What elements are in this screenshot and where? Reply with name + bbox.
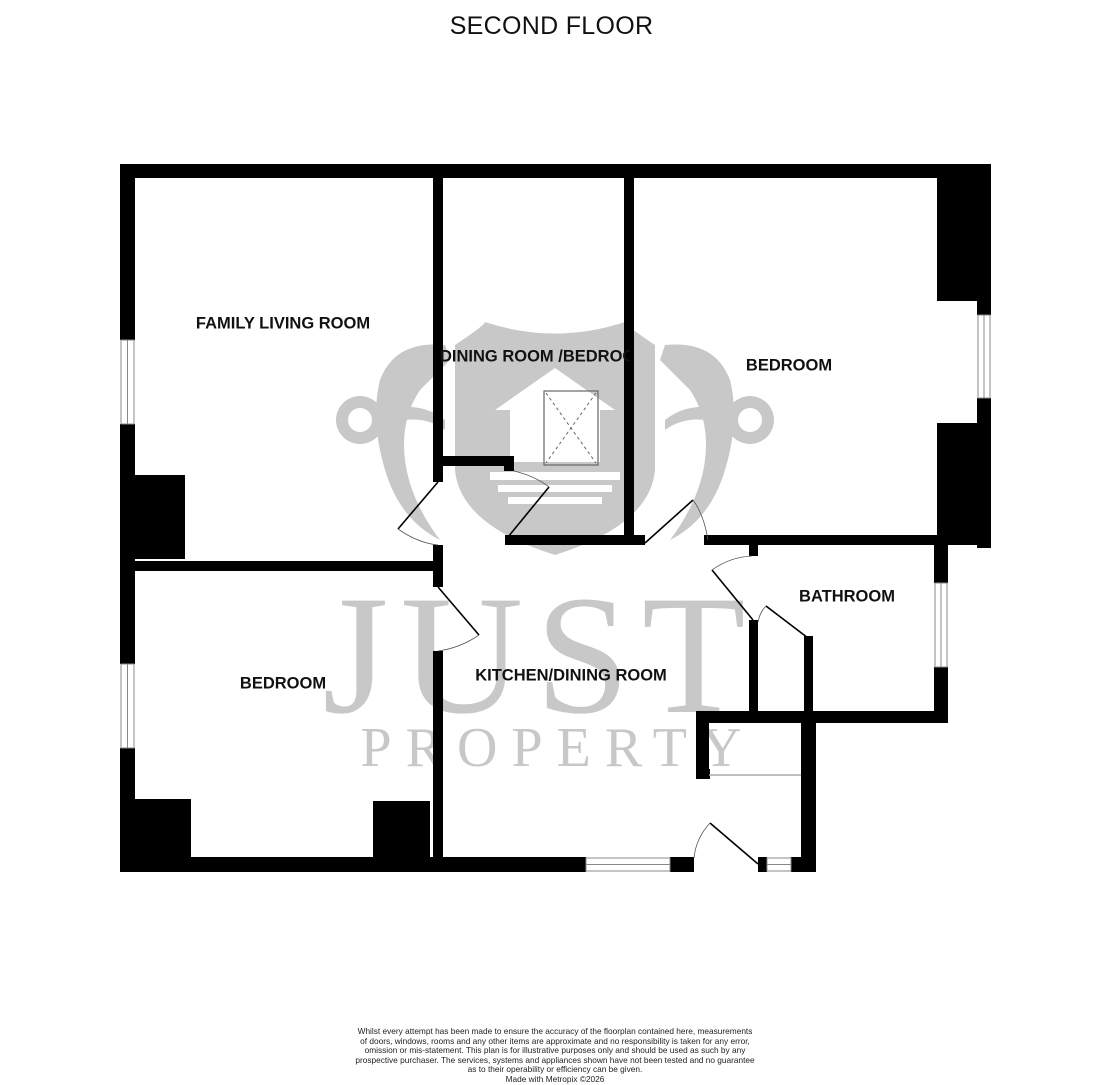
disclaimer-line: omission or mis-statement. This plan is …	[364, 1045, 746, 1056]
room-label-dining-room-bedroom: DINING ROOM /BEDROOM	[440, 348, 630, 367]
disclaimer-line: Whilst every attempt has been made to en…	[357, 1026, 753, 1036]
disclaimer-line: prospective purchaser. The services, sys…	[355, 1054, 755, 1065]
door-bathroom-icon	[711, 555, 754, 621]
metropix-credit: Made with Metropix ©2026	[505, 1073, 605, 1084]
doors	[397, 470, 809, 865]
door-closet-icon	[757, 605, 809, 639]
door-entrance-icon	[693, 822, 759, 865]
room-label-bathroom: BATHROOM	[799, 587, 895, 606]
disclaimer-line: as to their operability or efficiency ca…	[467, 1064, 643, 1075]
disclaimer-line: of doors, windows, rooms and any other i…	[360, 1035, 750, 1046]
walls	[120, 164, 991, 872]
door-bedroom-2-icon	[437, 586, 480, 652]
room-label-family-living-room: FAMILY LIVING ROOM	[195, 314, 371, 333]
door-dining-room-icon	[507, 470, 550, 538]
disclaimer: Whilst every attempt has been made to en…	[355, 1026, 755, 1085]
door-living-room-icon	[397, 481, 439, 546]
room-label-text: DINING ROOM /BEDROOM	[440, 347, 630, 366]
watermark-property-text: PROPERTY	[361, 717, 756, 779]
door-bedroom-icon	[644, 499, 709, 544]
windows	[120, 314, 991, 872]
floor-title: SECOND FLOOR	[449, 12, 654, 40]
room-label-bedroom-2: BEDROOM	[239, 674, 327, 693]
room-label-bedroom: BEDROOM	[745, 356, 833, 375]
watermark-just-text: JUST	[322, 561, 757, 749]
room-label-kitchen-dining-room: KITCHEN/DINING ROOM	[475, 666, 667, 685]
skylight-icon	[543, 390, 599, 466]
